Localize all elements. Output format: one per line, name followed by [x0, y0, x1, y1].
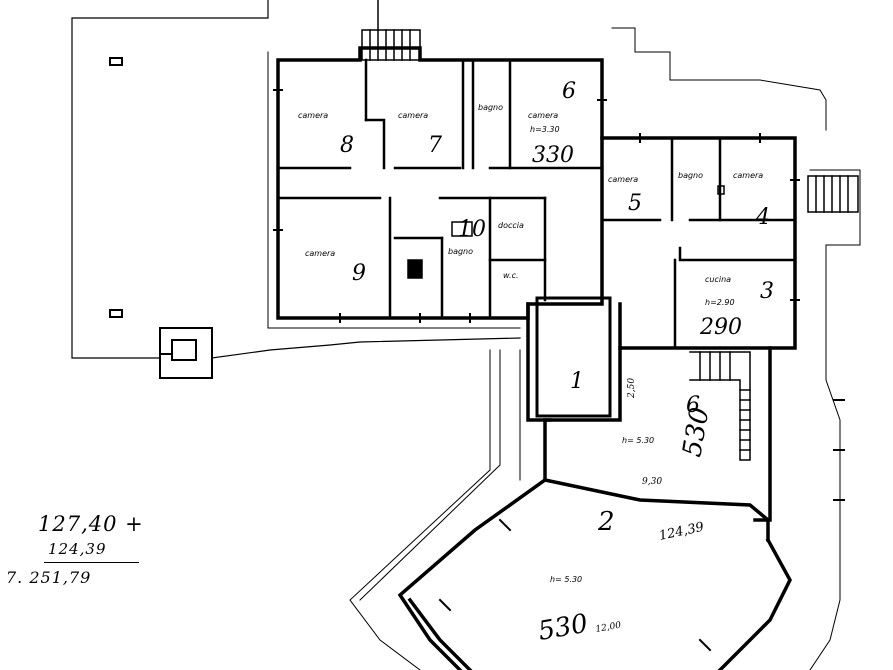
- room-label-cucina: cucina: [705, 275, 731, 284]
- terrace-outline: [71, 0, 521, 359]
- room-height-camera-c: h=3.30: [530, 125, 560, 134]
- mark-dim-1: 9,30: [642, 477, 662, 487]
- tally-line-2: 124,39: [48, 540, 107, 558]
- mark-area-2: 12,00: [595, 621, 622, 635]
- internal-walls: [278, 58, 797, 348]
- mark-530b: 530: [536, 609, 590, 647]
- room-label-camera-e: camera: [608, 175, 638, 184]
- mark-7: 7: [428, 133, 442, 158]
- room-label-wc: w.c.: [503, 271, 519, 280]
- room-1-walls: [535, 296, 612, 418]
- outer-line: [267, 27, 861, 670]
- window-marks: [273, 89, 845, 652]
- room-height-salone: h= 5.30: [622, 436, 654, 445]
- room-label-bagno-a: bagno: [478, 103, 503, 112]
- area-tally: 127,40 + 124,39 7. 251,79: [6, 512, 176, 622]
- stair-right: [807, 175, 859, 213]
- mark-5: 5: [628, 191, 642, 216]
- room-label-camera-c: camera: [528, 111, 558, 120]
- stair-lower: [689, 351, 751, 461]
- room-label-bagno-b: bagno: [448, 247, 473, 256]
- mark-area-1: 124,39: [658, 520, 706, 544]
- room-height-cucina: h=2.90: [705, 298, 735, 307]
- mark-6b: 6: [686, 393, 700, 418]
- room-label-camera-a: camera: [298, 111, 328, 120]
- mark-10: 10: [458, 217, 486, 242]
- mark-1: 1: [570, 369, 584, 394]
- room-height-sala: h= 5.30: [550, 575, 582, 584]
- building-walls: [276, 46, 797, 522]
- tally-line-3: 7. 251,79: [6, 568, 92, 587]
- mark-4: 4: [755, 205, 770, 230]
- room-label-camera-f: camera: [733, 171, 763, 180]
- mark-330: 330: [532, 143, 574, 168]
- room-label-camera-b: camera: [398, 111, 428, 120]
- mark-530a: 530: [677, 405, 715, 459]
- mark-8: 8: [340, 133, 354, 158]
- mark-dim-2: 2,50: [627, 378, 637, 399]
- mark-3: 3: [760, 279, 774, 304]
- room-label-camera-d: camera: [305, 249, 335, 258]
- mark-6a: 6: [562, 79, 576, 104]
- salone-walls: [397, 477, 792, 670]
- stair-box: [159, 327, 213, 379]
- mark-2: 2: [597, 507, 615, 537]
- mark-290: 290: [699, 315, 742, 340]
- mark-9: 9: [352, 261, 366, 286]
- stair-top: [361, 0, 421, 61]
- tally-line-1: 127,40 +: [38, 512, 144, 536]
- tally-sum-line: [44, 562, 139, 563]
- room-label-bagno-c: bagno: [678, 171, 703, 180]
- fixtures: [407, 185, 725, 279]
- room-label-doccia: doccia: [498, 221, 524, 230]
